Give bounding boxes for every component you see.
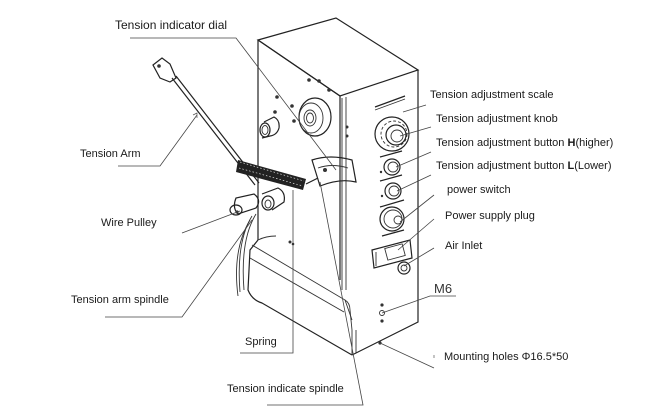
hub — [298, 97, 332, 137]
label-power-switch: power switch — [447, 184, 511, 196]
control-panel — [371, 95, 413, 345]
label-tension-indicate-spindle: Tension indicate spindle — [227, 383, 344, 395]
spring — [236, 160, 319, 190]
label-tension-adjustment-scale: Tension adjustment scale — [430, 89, 554, 101]
label-key: H — [567, 137, 576, 149]
label-text: (higher) — [575, 137, 614, 149]
label-wire-pulley: Wire Pulley — [101, 217, 157, 229]
label-spring: Spring — [245, 336, 277, 348]
label-tension-adjustment-knob: Tension adjustment knob — [436, 113, 558, 125]
small-cylinder — [259, 116, 280, 139]
label-tension-indicator-dial: Tension indicator dial — [115, 18, 228, 32]
wire-pulley — [229, 193, 260, 216]
label-tension-arm: Tension Arm — [80, 148, 141, 160]
label-m6: M6 — [434, 281, 453, 296]
label-power-supply-plug: Power supply plug — [445, 210, 535, 222]
label-key: L — [567, 160, 575, 172]
label-text: Tension adjustment button — [436, 137, 568, 149]
label-text: Tension adjustment button — [436, 160, 568, 172]
label-tension-button-l: Tension adjustment button L(Lower) — [436, 160, 612, 172]
tension-arm-spindle — [236, 187, 285, 297]
device-body — [247, 17, 420, 356]
leader-lines — [105, 37, 456, 406]
label-text: (Lower) — [574, 160, 612, 172]
label-mounting-holes: Mounting holes Φ16.5*50 — [444, 351, 569, 363]
label-air-inlet: Air Inlet — [445, 240, 483, 252]
tension-indicator-dial — [311, 156, 357, 187]
label-tension-arm-spindle: Tension arm spindle — [71, 294, 169, 306]
label-tension-button-h: Tension adjustment button H(higher) — [436, 137, 613, 149]
